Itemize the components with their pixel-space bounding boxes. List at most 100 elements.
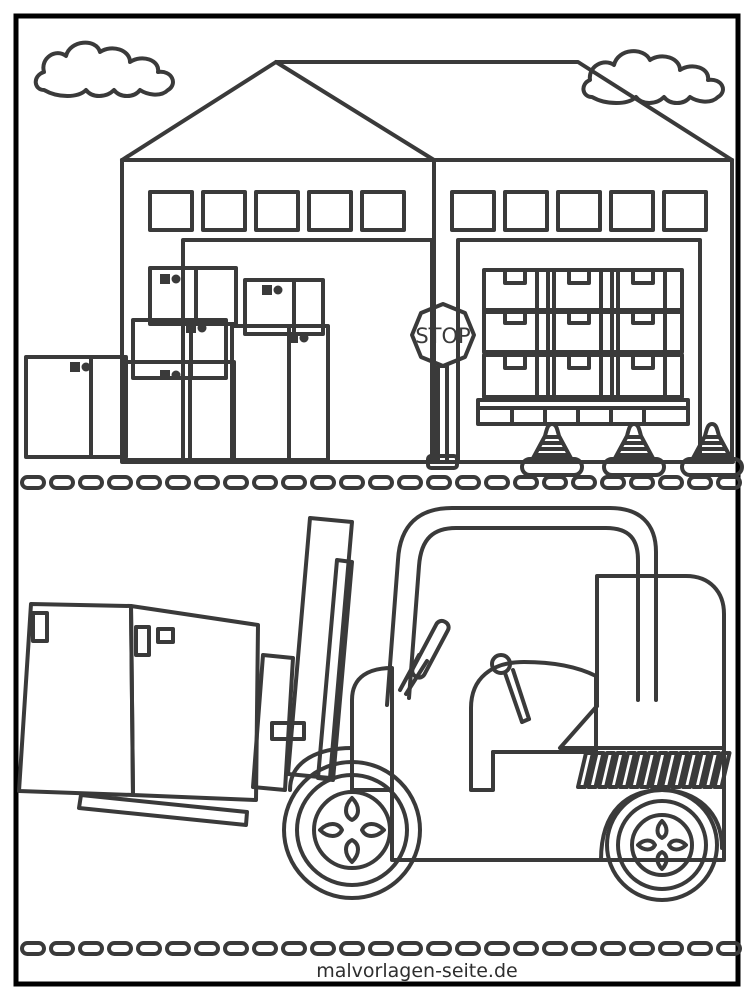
divider-dash (107, 475, 133, 490)
pallet-box (610, 308, 684, 354)
gear-lever-tip (520, 717, 531, 724)
cone-base (680, 457, 744, 477)
divider-dash (20, 475, 46, 490)
divider-dash (49, 475, 75, 490)
grille-vent (628, 751, 648, 789)
divider-dash (513, 475, 539, 490)
divider-dash (136, 941, 162, 956)
page-border (13, 13, 741, 987)
grille-vent (660, 751, 679, 789)
grille-vent (639, 751, 658, 789)
grille-vent (586, 751, 606, 789)
box-marking (156, 627, 175, 644)
stop-sign-post (436, 364, 449, 464)
fork-carriage (251, 653, 295, 792)
cloud-right-shape (581, 49, 725, 105)
warehouse-door-right (456, 238, 702, 464)
cardboard-box-stack (24, 266, 330, 462)
hub-hole (344, 838, 360, 864)
divider-dash (165, 941, 191, 956)
cloud-left-icon (33, 40, 175, 98)
divider-dash (658, 941, 684, 956)
hub-hole (667, 838, 688, 852)
rear-tire-inner (616, 799, 708, 891)
stop-sign-base (426, 454, 459, 470)
grille-vent (576, 751, 595, 789)
divider-dash (281, 941, 307, 956)
stop-sign (410, 302, 476, 470)
divider-dash (49, 941, 75, 956)
traffic-cone (680, 422, 744, 477)
window (148, 190, 194, 232)
divider-dash (455, 475, 481, 490)
box-body (24, 355, 128, 459)
carried-boxes (17, 602, 260, 827)
divider-dash (571, 941, 597, 956)
divider-dash (600, 475, 626, 490)
hub-hole (655, 819, 669, 840)
box-marking (31, 611, 49, 643)
divider-dash (165, 475, 191, 490)
box-marking (134, 625, 151, 657)
divider-dash (426, 941, 452, 956)
divider-top (20, 475, 742, 490)
divider-dash (687, 941, 713, 956)
hub-hole (318, 822, 344, 838)
divider-dash (513, 941, 539, 956)
windows-right-section (450, 190, 708, 232)
windows-left-section (148, 190, 406, 232)
hub-hole (655, 850, 669, 871)
grille-vent (607, 751, 627, 789)
divider-dash (455, 941, 481, 956)
divider-dash (368, 941, 394, 956)
divider-dash (339, 475, 365, 490)
rear-wheel (599, 788, 724, 902)
window (201, 190, 247, 232)
divider-dash (194, 475, 220, 490)
hood-slope (558, 704, 726, 750)
gear-lever (490, 653, 531, 724)
warehouse-building (120, 60, 734, 464)
shipping-label-icon (186, 323, 207, 333)
chassis-base (390, 788, 726, 862)
front-tire-inner (295, 773, 409, 887)
steering-column-right (404, 659, 429, 696)
grille-vent (702, 751, 721, 789)
cone-base (602, 457, 666, 477)
window (503, 190, 549, 232)
box-body (243, 278, 325, 336)
pallet-box-row (482, 353, 684, 399)
front-wheel-arch (288, 746, 354, 792)
carriage-clamp (270, 721, 306, 741)
divider-dash (310, 475, 336, 490)
grille-vent (649, 751, 669, 789)
divider-dash (426, 475, 452, 490)
stop-sign-octagon (410, 302, 476, 368)
divider-bottom (20, 941, 742, 956)
divider-dash (252, 941, 278, 956)
window (307, 190, 353, 232)
traffic-cone (602, 422, 666, 477)
front-tire-outer (282, 760, 422, 900)
palletized-boxes (476, 268, 690, 426)
grille-vent (691, 751, 711, 789)
divider-dash (571, 475, 597, 490)
window (662, 190, 708, 232)
warehouse-door-left (181, 238, 434, 464)
shipping-label-icons (70, 274, 309, 380)
divider-dash (78, 475, 104, 490)
cab-roll-cage-inner (407, 526, 640, 702)
divider-dash (687, 475, 713, 490)
steering-wheel (398, 618, 451, 696)
divider-dash (20, 941, 46, 956)
roof-ridge-left (274, 60, 436, 162)
divider-dash (484, 475, 510, 490)
gear-lever-knob (490, 653, 512, 675)
divider-dash (629, 475, 655, 490)
hub-hole (636, 838, 657, 852)
gear-lever-shaft-left (503, 671, 524, 724)
divider-dash (397, 475, 423, 490)
divider-dash (716, 941, 742, 956)
